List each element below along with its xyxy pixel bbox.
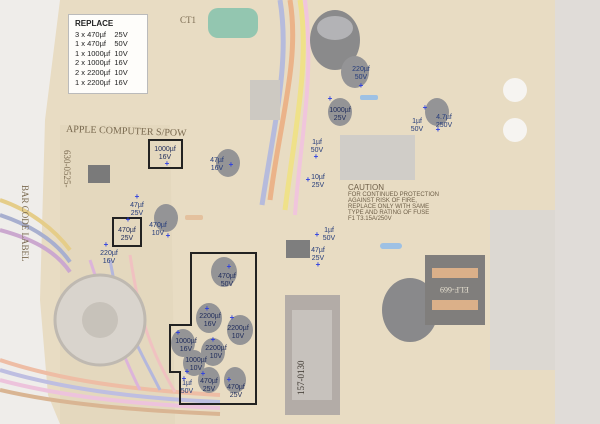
polarity-marker: + [422,103,428,112]
polarity-marker: + [226,262,232,271]
polarity-marker: + [181,374,187,383]
polarity-marker: + [134,192,140,201]
polarity-marker: + [229,313,235,322]
polarity-marker: + [228,160,234,169]
caution-label: CAUTION FOR CONTINUED PROTECTION AGAINST… [348,183,443,222]
polarity-marker: + [125,215,131,224]
polarity-marker: + [200,369,206,378]
legend-row: 1 x 470µf 50V [75,39,128,49]
polarity-marker: + [226,375,232,384]
wire-bundle-left [0,198,221,416]
polarity-marker: + [305,175,311,184]
highlight-box-470uf-25v [112,217,142,247]
legend-row: 2 x 1000µf 16V [75,58,128,68]
metal-chassis [555,0,600,424]
legend-row: 1 x 1000µf 10V [75,48,128,58]
film-capacitor [208,8,258,38]
caution-title: CAUTION [348,183,384,192]
polarity-marker: + [204,304,210,313]
polarity-marker: + [165,231,171,240]
polarity-marker: + [164,159,170,168]
replace-legend: REPLACE 3 x 470µf 25V 1 x 470µf 50V 1 x … [68,14,148,94]
legend-row: 2 x 2200µf 10V [75,67,128,77]
polarity-marker: + [435,125,441,134]
output-capacitor [382,278,438,342]
caution-body: FOR CONTINUED PROTECTION AGAINST RISK OF… [348,192,439,216]
polarity-marker: + [327,94,333,103]
polarity-marker: + [315,260,321,269]
legend-row: 3 x 470µf 25V [75,29,128,39]
polarity-marker: + [184,367,190,376]
heatsink [340,135,415,180]
polarity-marker: + [175,328,181,337]
polarity-marker: + [358,81,364,90]
highlight-box-1000uf-16v [148,139,183,169]
polarity-marker: + [314,230,320,239]
fuse-rating: F1 T3.15A/250V [348,216,392,222]
ct-label: CT1 [180,15,197,25]
polarity-marker: + [210,335,216,344]
polarity-marker: + [313,152,319,161]
legend-title: REPLACE [75,19,114,28]
legend-row: 1 x 2200µf 16V [75,77,128,87]
polarity-marker: + [103,240,109,249]
filter-coil [425,255,485,325]
